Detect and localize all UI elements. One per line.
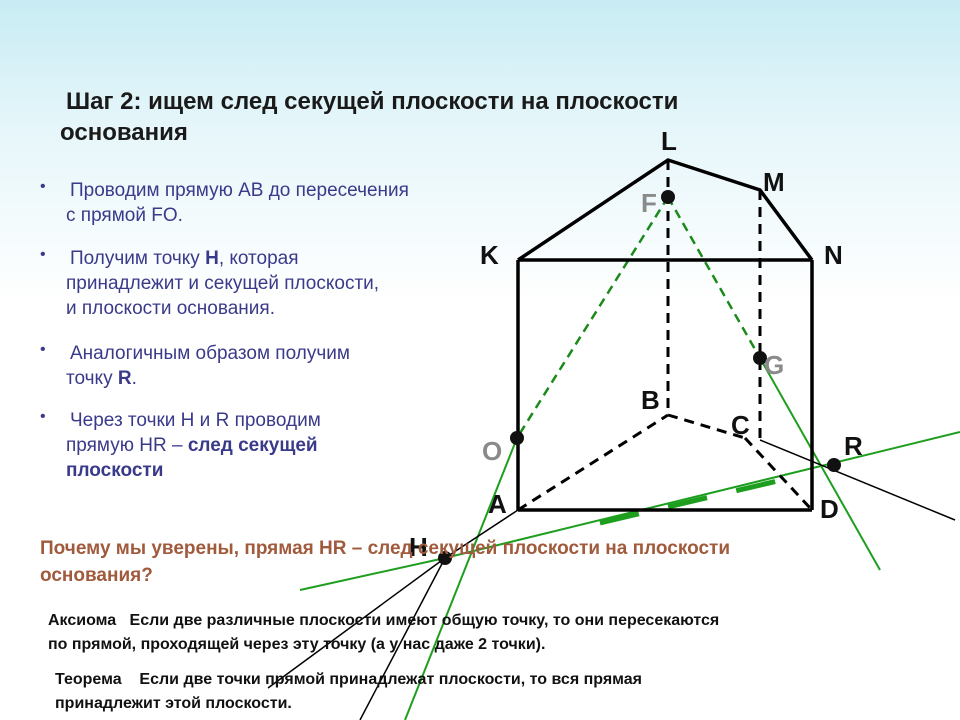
point-h: [438, 551, 452, 565]
line-fo-dashed: [515, 196, 670, 439]
theorem-line-2: принадлежит этой плоскости.: [55, 695, 292, 712]
axiom-line-2: по прямой, проходящей через эту точку (а…: [48, 636, 546, 653]
theorem-label: Теорема: [55, 671, 122, 688]
bullet-item-4: • Через точки H и R проводим прямую HR –…: [40, 408, 321, 483]
trace-line-hr-left: [299, 557, 446, 591]
title-line-1: Шаг 2: ищем след секущей плоскости на пл…: [66, 88, 679, 115]
bullet-4-text-a: прямую HR –: [66, 435, 188, 456]
bullet-3-line-2: точку R.: [40, 366, 350, 391]
label-f: F: [641, 188, 657, 218]
bullet-2-text-b: , которая: [218, 248, 299, 269]
slide-title: Шаг 2: ищем след секущей плоскости на пл…: [60, 86, 860, 148]
bullet-3-highlight: R: [117, 368, 132, 389]
label-b: B: [641, 385, 660, 415]
trace-line-hr-right: [444, 431, 960, 559]
line-ab-to-h: [444, 509, 519, 559]
question-text: Почему мы уверены, прямая HR – след секу…: [40, 535, 930, 589]
label-n: N: [824, 240, 843, 270]
edge-ab-hidden: [517, 413, 669, 512]
bullet-1-line-2: с прямой FO.: [66, 205, 183, 226]
line-fg-dashed: [666, 196, 762, 359]
point-g: [753, 351, 767, 365]
label-o: O: [482, 436, 502, 466]
bullet-2-highlight: H: [205, 248, 219, 269]
edge-cd-hidden: [743, 436, 814, 512]
bullet-2-line-2: принадлежит и секущей плоскости,: [66, 273, 380, 294]
trace-line-hr-hidden: [599, 475, 791, 526]
line-ab-extended: [267, 557, 446, 689]
line-cd-extended: [759, 439, 956, 521]
theorem-line-1: Если две точки прямой принадлежат плоско…: [139, 671, 643, 688]
bullet-2-line-3: и плоскости основания.: [66, 298, 275, 319]
label-a: A: [488, 489, 507, 519]
bullet-4-line-3: плоскости: [66, 460, 164, 481]
axiom-block: Аксиома Если две различные плоскости име…: [48, 609, 948, 657]
bullet-4-highlight: след секущей: [187, 435, 318, 456]
label-l: L: [661, 126, 677, 156]
label-h: H: [409, 532, 428, 562]
bullet-item-2: • Получим точку H, которая принадлежит и…: [40, 246, 379, 321]
bullet-4-line-1: Через точки H и R проводим: [70, 410, 321, 431]
question-line-1: Почему мы уверены, прямая HR – след секу…: [40, 538, 730, 559]
line-oh-solid: [404, 437, 518, 720]
title-line-2: основания: [60, 119, 188, 146]
bullet-3-text-a: точку: [66, 368, 118, 389]
bullet-4-line-2: прямую HR – след секущей: [40, 433, 321, 458]
axiom-line-1: Если две различные плоскости имеют общую…: [129, 612, 720, 629]
bullet-2-text-a: Получим точку: [70, 248, 206, 269]
prism-top-face: [517, 158, 814, 262]
point-r: [827, 458, 841, 472]
axiom-label: Аксиома: [48, 612, 117, 629]
point-o: [510, 431, 524, 445]
theorem-block: Теорема Если две точки прямой принадлежа…: [55, 668, 945, 716]
bullet-item-3: • Аналогичным образом получим точку R.: [40, 341, 350, 391]
bullet-1-line-1: Проводим прямую АВ до пересечения: [70, 180, 409, 201]
point-f: [661, 190, 675, 204]
bullet-dot-icon: •: [40, 408, 46, 425]
bullet-3-text-b: .: [131, 368, 137, 389]
label-m: M: [763, 167, 785, 197]
bullet-2-line-1: Получим точку H, которая: [40, 246, 379, 271]
bullet-item-1: • Проводим прямую АВ до пересечения с пр…: [40, 178, 409, 228]
label-c: C: [731, 410, 750, 440]
bullet-3-line-1: Аналогичным образом получим: [70, 343, 350, 364]
edge-bc-hidden: [667, 413, 746, 440]
bullet-dot-icon: •: [40, 341, 46, 358]
label-d: D: [820, 494, 839, 524]
label-k: K: [480, 240, 499, 270]
label-g: G: [764, 350, 784, 380]
question-line-2: основания?: [40, 565, 153, 586]
label-r: R: [844, 431, 863, 461]
line-ah-extended-down: [359, 557, 446, 720]
bullet-dot-icon: •: [40, 178, 46, 195]
bullet-dot-icon: •: [40, 246, 46, 263]
